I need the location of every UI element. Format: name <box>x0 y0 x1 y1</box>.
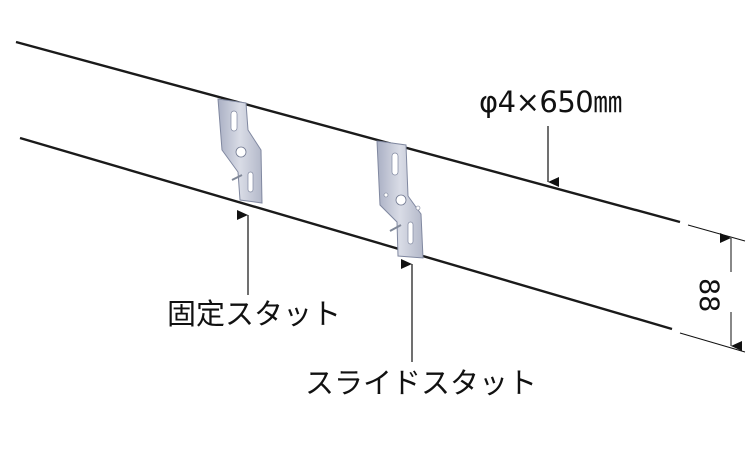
upper-wire <box>15 40 681 224</box>
fixed-stud-bracket <box>217 98 263 204</box>
lower-wire <box>19 136 673 331</box>
slide-stud-label: スライドスタット <box>305 366 538 400</box>
upper-extension-line <box>687 224 746 242</box>
dimension-label: 88 <box>693 278 724 313</box>
lower-extension-line <box>679 332 746 353</box>
slide-stud-bracket <box>376 140 424 259</box>
wire-spec-label: φ4×650㎜ <box>479 85 622 119</box>
fixed-stud-label: 固定スタット <box>167 297 342 331</box>
